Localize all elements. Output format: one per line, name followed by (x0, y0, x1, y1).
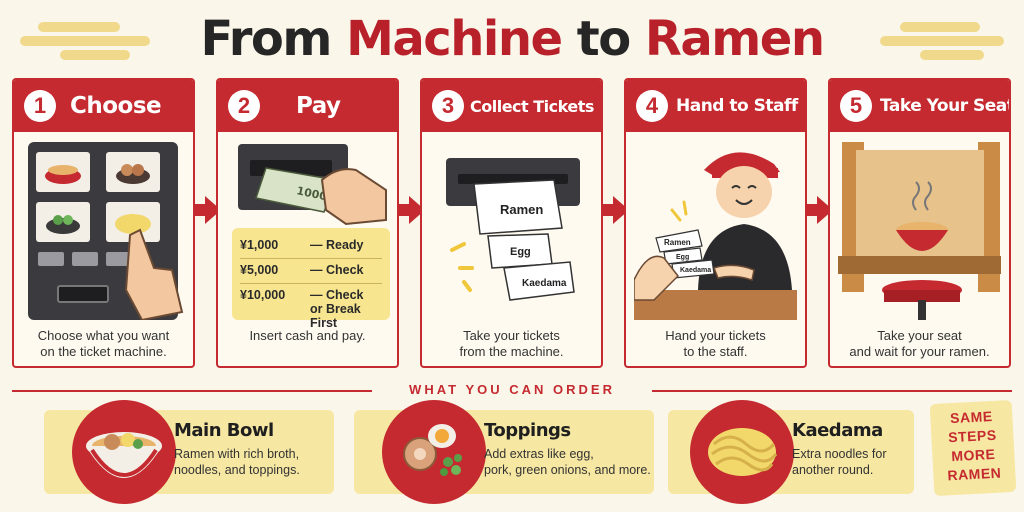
order-item-description-line: pork, green onions, and more. (484, 463, 651, 477)
step-description-line: to the staff. (683, 344, 748, 359)
staff-illustration: Ramen Egg Kaedama (634, 152, 797, 320)
order-item-description-line: noodles, and toppings. (174, 463, 300, 477)
page-title: From Machine to Ramen (0, 8, 1024, 70)
step-header: 3 Collect Tickets (422, 80, 601, 132)
price-result-line: — Check (310, 288, 364, 302)
step-title: Hand to Staff (676, 96, 798, 116)
step-number: 4 (636, 90, 668, 122)
price-amount: ¥10,000 (240, 288, 286, 302)
step-card-pay: 2 Pay 1000 ¥1,000 — Ready ¥5,000 — Check… (216, 78, 399, 368)
price-row: ¥5,000 — Check (240, 259, 382, 284)
order-section-heading: WHAT YOU CAN ORDER (409, 382, 615, 397)
step-header: 4 Hand to Staff (626, 80, 805, 132)
ticket-label: Ramen (664, 238, 691, 247)
ticket-machine-illustration (28, 142, 184, 320)
step-header: 2 Pay (218, 80, 397, 132)
step-description: Take your seat and wait for your ramen. (834, 328, 1005, 360)
order-item-description-line: another round. (792, 463, 874, 477)
decorative-bar (20, 36, 150, 46)
step-description: Choose what you want on the ticket machi… (18, 328, 189, 360)
step-description: Take your tickets from the machine. (426, 328, 597, 360)
price-result: — Check (310, 263, 364, 277)
decorative-bar (920, 50, 984, 60)
price-amount: ¥5,000 (240, 263, 279, 277)
decorative-bar (38, 22, 120, 32)
step-title: Take Your Seat (880, 96, 1011, 116)
step-title: Collect Tickets (470, 96, 594, 116)
step-number: 2 (228, 90, 260, 122)
bill-text: 1000 (295, 184, 328, 203)
title-part: Machine (346, 11, 563, 67)
step-description-line: Choose what you want (37, 328, 170, 343)
ticket-label: Egg (510, 246, 531, 258)
order-item-description-line: Ramen with rich broth, (174, 447, 300, 461)
order-item-description: Ramen with rich broth, noodles, and topp… (174, 446, 300, 478)
order-item-title: Toppings (484, 420, 571, 441)
order-item-main-bowl: Main Bowl Ramen with rich broth, noodles… (44, 400, 334, 504)
step-description-line: Take your tickets (463, 328, 560, 343)
ticket-label: Ramen (500, 202, 543, 217)
divider-line (12, 390, 372, 392)
order-section-divider: WHAT YOU CAN ORDER (12, 382, 1012, 398)
noodles-icon (690, 400, 794, 504)
steps-row: 1 Choose Choose what you want on the tic… (12, 78, 1012, 370)
title-part: Ramen (644, 11, 825, 67)
title-part: From (200, 11, 347, 67)
price-result: — Ready (310, 238, 364, 252)
ticket-slot-illustration: Ramen Egg Kaedama (446, 158, 580, 301)
order-item-title: Main Bowl (174, 420, 274, 441)
step-description-line: Hand your tickets (665, 328, 766, 343)
order-item-description-line: Extra noodles for (792, 447, 887, 461)
decorative-bar (880, 36, 1004, 46)
ticket-label: Kaedama (522, 278, 567, 289)
step-header: 5 Take Your Seat (830, 80, 1009, 132)
step-description-line: from the machine. (459, 344, 564, 359)
step-description: Hand your tickets to the staff. (630, 328, 801, 360)
step-header: 1 Choose (14, 80, 193, 132)
step-number: 3 (432, 90, 464, 122)
step-card-choose: 1 Choose Choose what you want on the tic… (12, 78, 195, 368)
step-card-hand-to-staff: 4 Hand to Staff Ramen Egg Kaedama Hand y… (624, 78, 807, 368)
order-item-description-line: Add extras like egg, (484, 447, 594, 461)
price-result-line: or Break First (310, 302, 361, 330)
decorative-bar (900, 22, 980, 32)
price-row: ¥1,000 — Ready (240, 234, 382, 259)
price-row: ¥10,000 — Check or Break First (240, 284, 382, 330)
step-title: Choose (70, 93, 162, 119)
step-card-collect-tickets: 3 Collect Tickets Ramen Egg Kaedama Take… (420, 78, 603, 368)
badge-line: RAMEN (947, 464, 1002, 484)
order-item-kaedama: Kaedama Extra noodles for another round. (668, 400, 914, 504)
divider-line (652, 390, 1012, 392)
decorative-bar (60, 50, 130, 60)
step-title: Pay (296, 93, 341, 119)
order-item-description: Add extras like egg, pork, green onions,… (484, 446, 651, 478)
order-item-description: Extra noodles for another round. (792, 446, 887, 478)
price-result: — Check or Break First (310, 288, 382, 330)
ramen-bowl-icon (72, 400, 176, 504)
step-description-line: Insert cash and pay. (249, 328, 366, 343)
step-description-line: and wait for your ramen. (849, 344, 990, 359)
step-number: 5 (840, 90, 872, 122)
toppings-icon (382, 400, 486, 504)
price-guide: ¥1,000 — Ready ¥5,000 — Check ¥10,000 — … (232, 228, 390, 330)
step-description: Insert cash and pay. (222, 328, 393, 344)
step-description-line: on the ticket machine. (40, 344, 167, 359)
step-description-line: Take your seat (877, 328, 962, 343)
same-steps-badge: SAME STEPS MORE RAMEN (929, 399, 1017, 497)
cash-slot-illustration: 1000 (238, 144, 387, 226)
step-number: 1 (24, 90, 56, 122)
title-part: to (561, 11, 645, 67)
step-card-take-your-seat: 5 Take Your Seat Take your seat and wait… (828, 78, 1011, 368)
order-item-title: Kaedama (792, 420, 883, 441)
price-amount: ¥1,000 (240, 238, 279, 252)
ticket-label: Egg (676, 254, 689, 261)
seat-illustration (838, 142, 1001, 320)
order-item-toppings: Toppings Add extras like egg, pork, gree… (354, 400, 654, 504)
ticket-label: Kaedama (680, 267, 711, 274)
